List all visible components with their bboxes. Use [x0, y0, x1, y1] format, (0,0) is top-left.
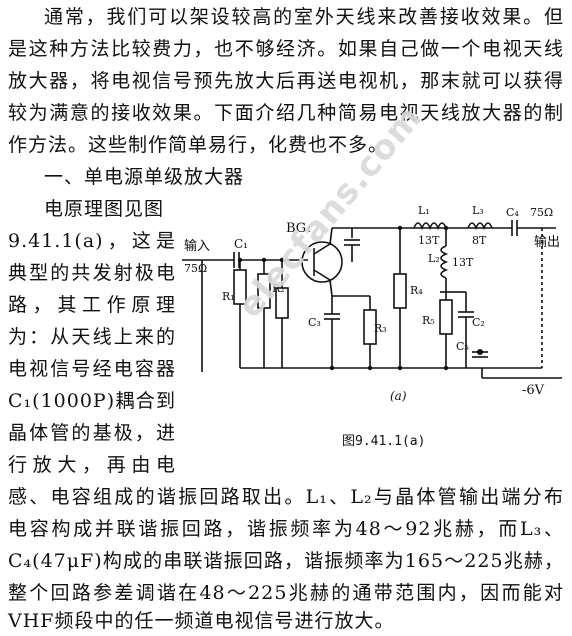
- input-impedance-label: 75Ω: [184, 262, 207, 275]
- input-label: 输入: [184, 238, 210, 254]
- circuit-schematic: 输入 75Ω C₁ BG₁ R₁ R₂ R₃ R₄ R₅ C₃ C₂ C₅ C₄…: [182, 204, 562, 403]
- l3-label: L₃: [472, 204, 484, 217]
- c2-label: C₂: [472, 316, 485, 329]
- figure-caption: 图9.41.1(a): [342, 434, 426, 449]
- closing-line-3: C₄(47μF)构成的串联谐振回路，谐振频率为165～225兆赫，: [8, 550, 564, 572]
- intro-line-1: 通常，我们可以架设较高的室外天线来改善接收效果。但: [44, 6, 564, 28]
- closing-line-5: VHF频段中的任一频道电视信号进行放大。: [8, 610, 395, 632]
- output-impedance-label: 75Ω: [530, 206, 553, 219]
- supply-label: -6V: [522, 383, 545, 398]
- l2-label: L₂: [428, 252, 440, 265]
- closing-line-1: 感、电容组成的谐振回路取出。L₁、L₂与晶体管输出端分布: [8, 486, 564, 508]
- l2-turns-label: 13T: [452, 256, 474, 269]
- intro-line-2: 是这种方法比较费力，也不够经济。如果自己做一个电视天线: [8, 38, 564, 60]
- intro-line-4: 较为满意的接收效果。下面介绍几种简易电视天线放大器的制: [8, 102, 564, 124]
- l3-turns-label: 8T: [472, 234, 487, 247]
- narrow-line-4: 路，其工作原理: [8, 294, 176, 316]
- closing-line-4: 整个回路参差调谐在48～225兆赫的通带范围内，因而能对: [8, 582, 564, 604]
- c5-label: C₅: [456, 340, 469, 353]
- r2-label: R₂: [272, 282, 285, 295]
- narrow-line-7: C₁(1000P)耦合到: [8, 390, 176, 412]
- r3-label: R₃: [374, 322, 387, 335]
- narrow-line-3: 典型的共发射极电: [8, 262, 176, 284]
- narrow-line-1: 电原理图见图: [44, 198, 165, 220]
- c3-label: C₃: [308, 316, 321, 329]
- intro-line-3: 放大器，将电视信号预先放大后再送电视机，那末就可以获得: [8, 70, 564, 92]
- r1-label: R₁: [222, 290, 235, 303]
- l1-turns-label: 13T: [418, 234, 440, 247]
- figure-subcaption: (a): [390, 389, 407, 403]
- narrow-line-6: 电视信号经电容器: [8, 358, 176, 380]
- narrow-line-2: 9.41.1(a)，这是: [8, 230, 176, 252]
- narrow-line-8: 晶体管的基极，进: [8, 422, 176, 444]
- output-label: 输出: [534, 234, 560, 250]
- transistor-label: BG₁: [286, 221, 311, 236]
- section-heading: 一、单电源单级放大器: [44, 166, 245, 188]
- r4-label: R₄: [410, 284, 423, 297]
- l1-label: L₁: [418, 204, 430, 217]
- narrow-line-5: 为：从天线上来的: [8, 326, 176, 348]
- c1-label: C₁: [234, 237, 248, 251]
- intro-line-5: 作方法。这些制作简单易行，化费也不多。: [8, 134, 389, 156]
- r5-label: R₅: [422, 314, 435, 327]
- closing-line-2: 电容构成并联谐振回路，谐振频率为48～92兆赫，而L₃、: [8, 518, 564, 540]
- c4-label: C₄: [506, 206, 519, 219]
- narrow-line-9: 行放大，再由电: [8, 454, 176, 476]
